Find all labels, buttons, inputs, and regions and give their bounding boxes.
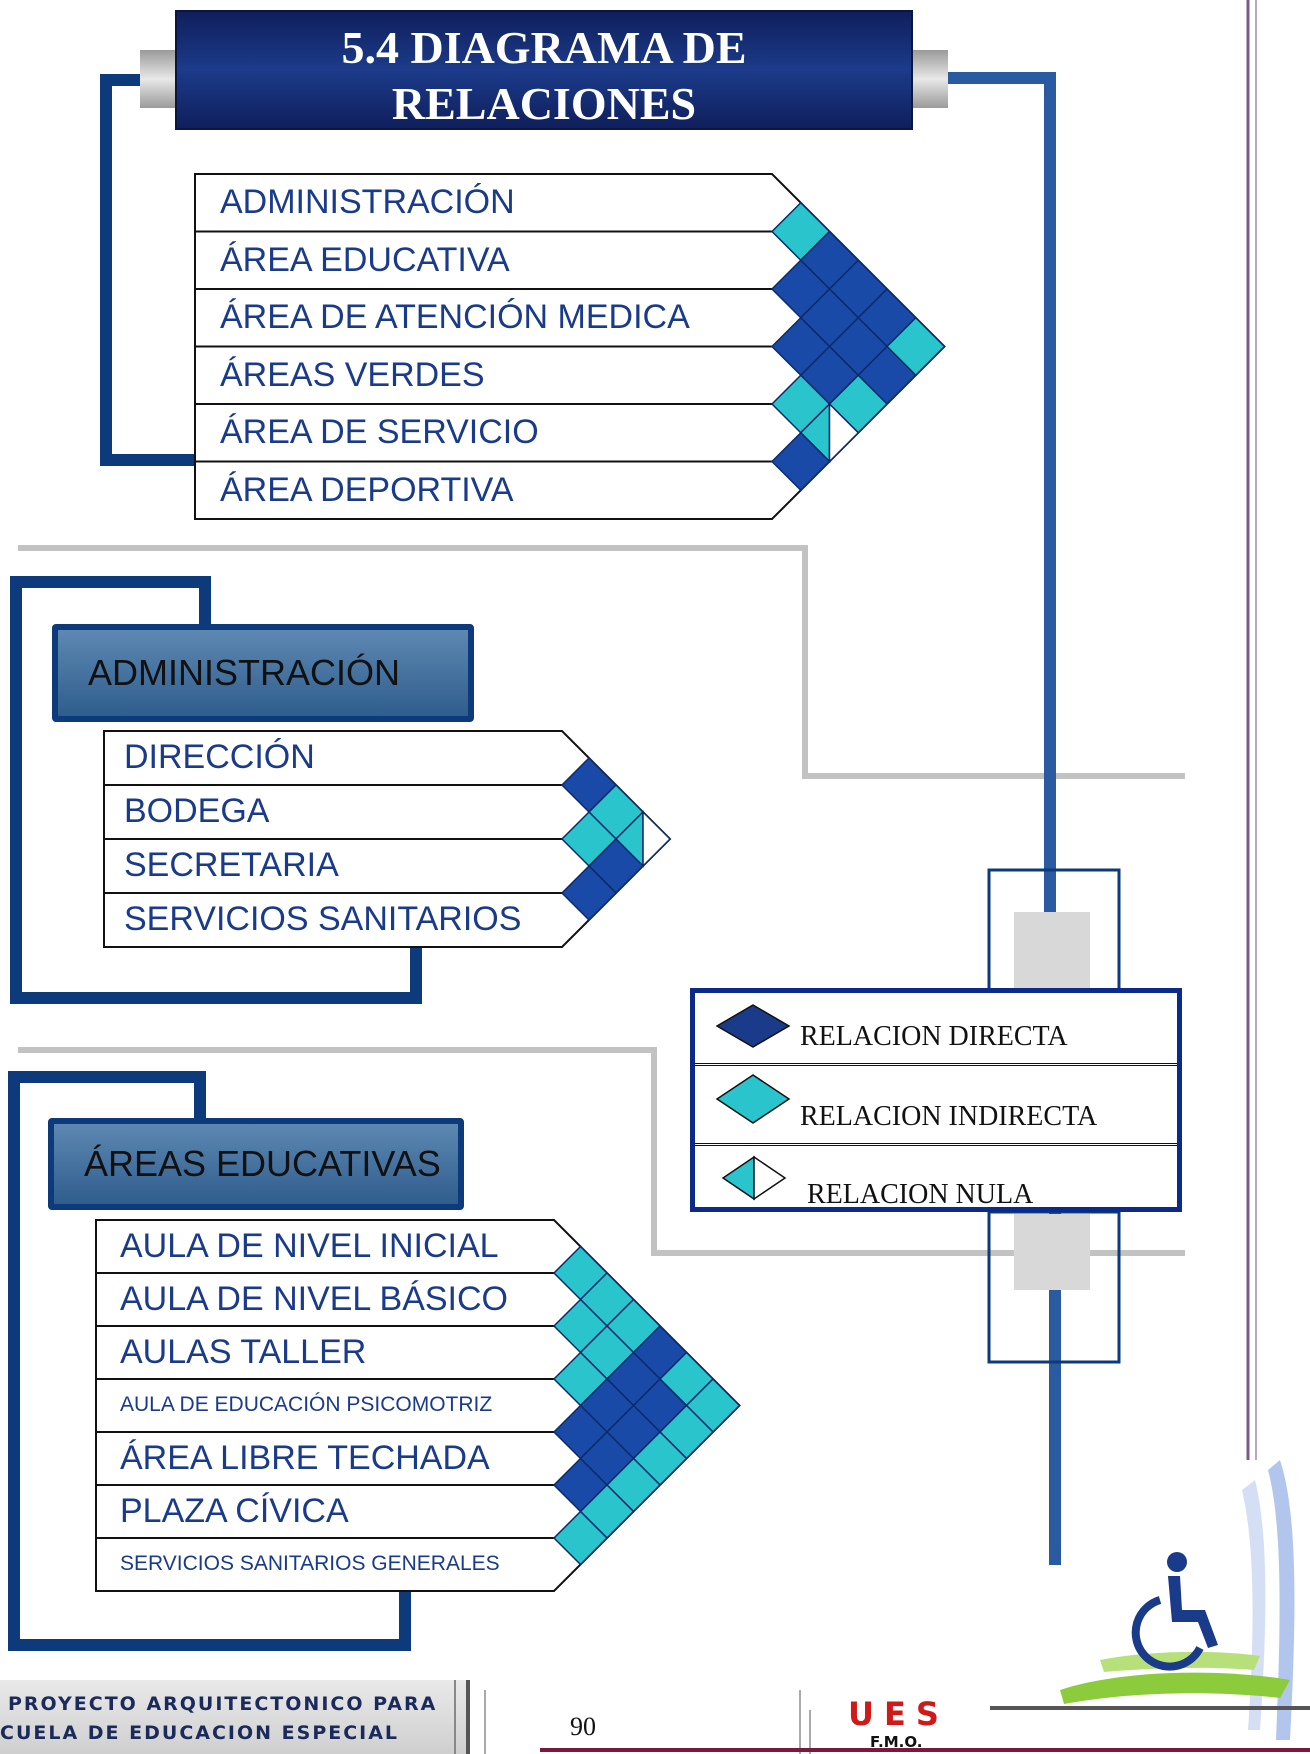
legend-label-direct: RELACION DIRECTA [800, 1021, 1068, 1052]
legend-label-null: RELACION NULA [807, 1179, 1034, 1210]
matrix-row-label: ÁREA LIBRE TECHADA [120, 1438, 490, 1477]
ues-logo-sub: F.M.O. [870, 1733, 923, 1751]
admin-header-label: ADMINISTRACIÓN [88, 652, 401, 693]
matrix-row-label: AULA DE NIVEL BÁSICO [120, 1279, 508, 1318]
matrix-row-label: PLAZA CÍVICA [120, 1491, 349, 1530]
matrix-row-label: ÁREAS VERDES [220, 355, 485, 394]
matrix-row-label: ÁREA DEPORTIVA [220, 470, 514, 509]
footer-project-banner: PROYECTO ARQUITECTONICO PARA CUELA DE ED… [0, 1680, 470, 1754]
footer-line-1: PROYECTO ARQUITECTONICO PARA [8, 1693, 438, 1715]
wheelchair-logo-icon [1060, 1460, 1295, 1740]
legend: RELACION DIRECTA RELACION INDIRECTA RELA… [690, 988, 1182, 1212]
ues-logo: UES [848, 1695, 949, 1733]
edu-header-label: ÁREAS EDUCATIVAS [84, 1143, 441, 1184]
relation-cell-null-half [828, 402, 860, 464]
legend-item-null: RELACION NULA [695, 1145, 1177, 1215]
footer-rules [454, 1680, 1310, 1754]
matrix-row-label: AULA DE EDUCACIÓN PSICOMOTRIZ [120, 1393, 493, 1417]
matrix-row-label: DIRECCIÓN [124, 738, 315, 777]
title-line-1: 5.4 DIAGRAMA DE [341, 22, 747, 73]
diamond-null-icon [721, 1155, 787, 1201]
diamond-indirect-icon [715, 1074, 791, 1124]
relation-cell-direct [560, 864, 618, 922]
relation-cell-null-half [642, 810, 672, 868]
diamond-direct-icon [715, 1004, 791, 1048]
matrix-row-label: BODEGA [124, 792, 270, 831]
matrix-row-label: ÁREA DE SERVICIO [220, 413, 539, 452]
legend-item-indirect: RELACION INDIRECTA [695, 1065, 1177, 1146]
page-title: 5.4 DIAGRAMA DE RELACIONES [175, 10, 913, 130]
matrix-row-label: AULA DE NIVEL INICIAL [120, 1226, 499, 1265]
matrix-row-label: SERVICIOS SANITARIOS [124, 900, 522, 939]
matrix-row-label: ÁREA DE ATENCIÓN MEDICA [220, 298, 690, 337]
relation-cell-direct [770, 431, 831, 492]
relation-cell-indirect [552, 1510, 609, 1566]
matrix-row-label: SERVICIOS SANITARIOS GENERALES [120, 1552, 500, 1576]
matrix-row-label: SECRETARIA [124, 846, 339, 885]
footer-line-2: CUELA DE EDUCACION ESPECIAL [0, 1722, 400, 1744]
title-cap-left [140, 50, 180, 108]
matrix-row-label: ADMINISTRACIÓN [220, 183, 515, 222]
edu-header: ÁREAS EDUCATIVAS [48, 1118, 464, 1210]
matrix-row-label: ÁREA EDUCATIVA [220, 240, 510, 279]
title-cap-right [908, 50, 948, 108]
legend-label-indirect: RELACION INDIRECTA [800, 1101, 1098, 1132]
title-line-2: RELACIONES [391, 78, 697, 129]
admin-header: ADMINISTRACIÓN [52, 624, 474, 722]
page-number: 90 [570, 1712, 596, 1741]
matrix-row-label: AULAS TALLER [120, 1332, 367, 1371]
legend-item-direct: RELACION DIRECTA [695, 993, 1177, 1066]
